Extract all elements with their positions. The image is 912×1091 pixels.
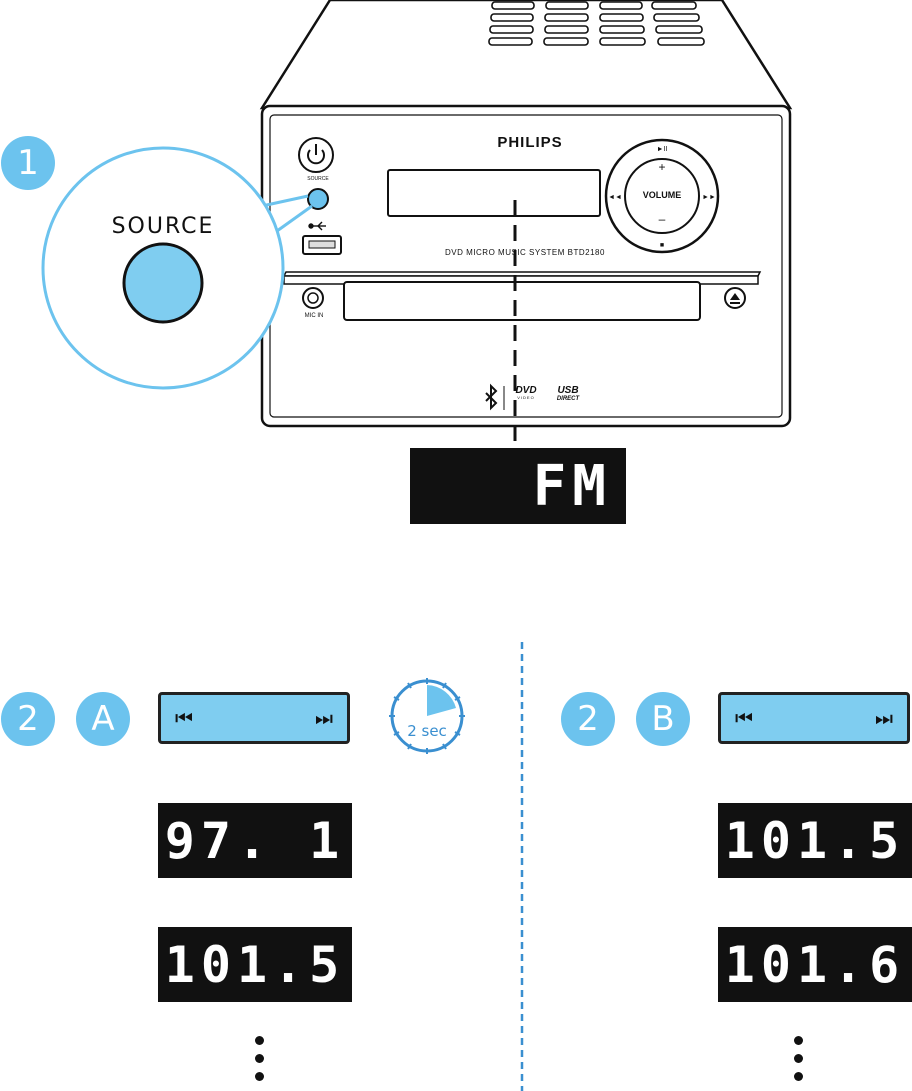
unit-display-window <box>387 169 601 217</box>
continuation-dots-a <box>255 1036 265 1090</box>
brand-logo: PHILIPS <box>497 134 563 151</box>
volume-knob[interactable] <box>624 158 700 234</box>
callout-line-top <box>261 194 309 208</box>
volume-label: VOLUME <box>642 190 682 200</box>
volume-plus: + <box>658 160 666 174</box>
volume-minus: – <box>658 212 666 226</box>
bluetooth-icon <box>485 383 498 411</box>
prev-icon: ◄◄ <box>608 194 622 201</box>
source-button-small[interactable] <box>307 188 329 210</box>
step-2b-number-badge: 2 <box>561 692 615 746</box>
dvd-logo: DVD VIDEO <box>510 386 542 400</box>
unit-front-face <box>260 104 792 428</box>
fm-display: FM <box>410 448 626 524</box>
source-label-small: SOURCE <box>307 176 329 182</box>
continuation-dots-b <box>794 1036 804 1090</box>
prev-track-icon[interactable]: ⏮ <box>175 706 193 730</box>
source-button-large[interactable] <box>122 242 204 324</box>
step-2a-letter-badge: A <box>76 692 130 746</box>
usb-direct-logo: USB DIRECT <box>548 385 588 403</box>
timer-icon <box>389 678 465 754</box>
prev-next-button-a[interactable]: ⏮ ⏭ <box>158 692 350 744</box>
prev-track-icon[interactable]: ⏮ <box>735 706 753 730</box>
model-text: DVD MICRO MUSIC SYSTEM BTD2180 <box>445 248 605 257</box>
frequency-display-b1: 101.5 <box>718 803 912 878</box>
frequency-display-a2: 101.5 <box>158 927 352 1002</box>
play-pause-icon: ►II <box>657 146 668 153</box>
dvd-logo-subtext: VIDEO <box>517 395 535 400</box>
vent-grille <box>488 1 705 46</box>
step-1-badge: 1 <box>1 136 55 190</box>
step-2b-letter-badge: B <box>636 692 690 746</box>
usb-symbol-icon <box>308 221 326 231</box>
mic-in-label: MIC IN <box>304 313 324 319</box>
callout-source-label: SOURCE <box>111 214 215 239</box>
disc-tray <box>343 281 701 321</box>
next-icon: ►► <box>702 194 716 201</box>
timer-label: 2 sec <box>407 722 447 740</box>
eject-icon <box>730 293 740 300</box>
stop-icon: ■ <box>660 242 664 249</box>
dvd-logo-text: DVD <box>515 385 537 396</box>
usb-logo-text: USB <box>557 385 579 396</box>
prev-next-button-b[interactable]: ⏮ ⏭ <box>718 692 910 744</box>
next-track-icon[interactable]: ⏭ <box>315 706 333 730</box>
step-2a-number-badge: 2 <box>1 692 55 746</box>
usb-logo-subtext: DIRECT <box>556 396 580 402</box>
next-track-icon[interactable]: ⏭ <box>875 706 893 730</box>
frequency-display-a1: 97. 1 <box>158 803 352 878</box>
power-icon <box>307 149 325 165</box>
frequency-display-b2: 101.6 <box>718 927 912 1002</box>
